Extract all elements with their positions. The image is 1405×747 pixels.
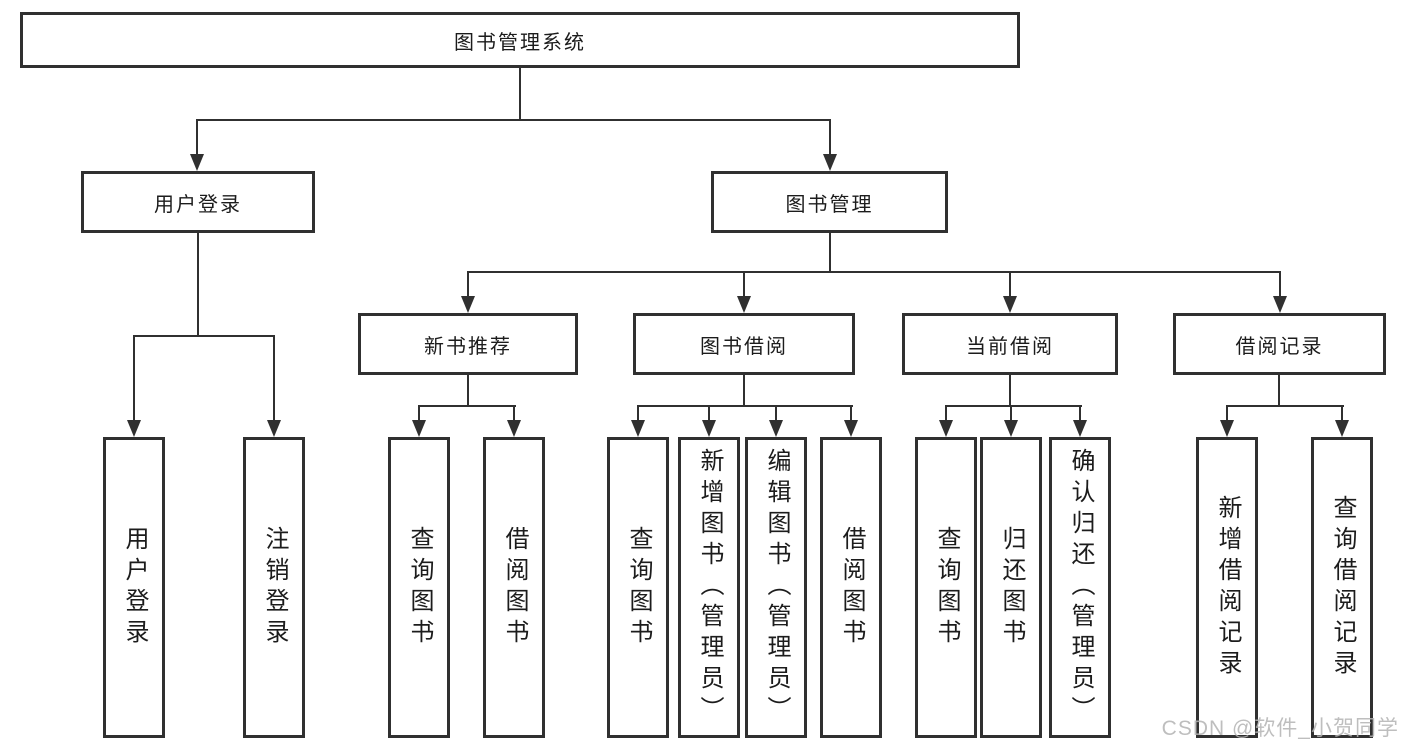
leaf-current-return-books: 归还图书 [980,437,1042,738]
arrow-rec-borrow [507,420,521,437]
leaf-user-login: 用户登录 [103,437,165,738]
connector-drop-borrowing [743,271,745,298]
csdn-watermark: CSDN @软件_小贺同学 [1161,717,1399,740]
connector-borrowing-hline [637,405,853,407]
arrow-recommend [461,296,475,313]
arrow-bb-edit [769,420,783,437]
arrow-book-management [823,154,837,171]
leaf-recommend-borrow-books: 借阅图书 [483,437,545,738]
leaf-user-login-label: 用户登录 [121,525,148,650]
leaf-borrowing-edit-books-admin-label: 编辑图书（管理员） [763,448,790,727]
node-current-borrowing-label: 当前借阅 [966,335,1054,358]
arrow-leaf-login [127,420,141,437]
node-root-label: 图书管理系统 [454,31,586,54]
connector-root-hline [196,119,831,121]
connector-drop-current [1009,271,1011,298]
connector-borrowing-stem [743,375,745,407]
arrow-cb-return [1004,420,1018,437]
arrow-leaf-logout [267,420,281,437]
node-user-login-label: 用户登录 [154,193,242,216]
arrow-cb-confirm [1073,420,1087,437]
connector-drop-leaf-logout [273,335,275,421]
connector-drop-leaf-login [133,335,135,421]
connector-drop-bb-borrow [850,405,852,422]
arrow-br-query [1335,420,1349,437]
connector-drop-bb-add [708,405,710,422]
node-current-borrowing: 当前借阅 [902,313,1118,375]
connector-book-management-stem [829,233,831,273]
connector-drop-br-add [1226,405,1228,422]
connector-recommend-stem [467,375,469,407]
node-book-management-label: 图书管理 [785,193,874,216]
arrow-bb-borrow [844,420,858,437]
arrow-bb-query [631,420,645,437]
leaf-current-confirm-return-admin: 确认归还（管理员） [1049,437,1111,738]
node-root: 图书管理系统 [20,12,1020,68]
node-user-login: 用户登录 [81,171,315,233]
arrow-bb-add [702,420,716,437]
node-book-management: 图书管理 [711,171,948,233]
leaf-records-query-record-label: 查询借阅记录 [1329,494,1356,681]
leaf-records-query-record: 查询借阅记录 [1311,437,1373,738]
connector-records-hline [1226,405,1344,407]
leaf-recommend-borrow-books-label: 借阅图书 [501,525,528,650]
node-book-borrowing-label: 图书借阅 [700,335,788,358]
arrow-user-login [190,154,204,171]
connector-drop-cb-return [1010,405,1012,422]
node-book-borrowing: 图书借阅 [633,313,855,375]
connector-current-hline [945,405,1082,407]
node-new-book-recommendation-label: 新书推荐 [424,335,512,358]
leaf-logout-label: 注销登录 [261,525,288,650]
connector-current-stem [1009,375,1011,407]
connector-records-stem [1278,375,1280,407]
leaf-current-return-books-label: 归还图书 [998,525,1025,650]
connector-user-login-stem [197,233,199,337]
leaf-borrowing-borrow-books-label: 借阅图书 [838,525,865,650]
arrow-current [1003,296,1017,313]
leaf-recommend-query-books: 查询图书 [388,437,450,738]
leaf-current-confirm-return-admin-label: 确认归还（管理员） [1067,448,1094,727]
connector-drop-rec-borrow [513,405,515,422]
connector-drop-rec-query [418,405,420,422]
leaf-records-add-record: 新增借阅记录 [1196,437,1258,738]
arrow-borrowing [737,296,751,313]
node-borrowing-records-label: 借阅记录 [1235,335,1324,358]
leaf-current-query-books: 查询图书 [915,437,977,738]
connector-drop-bb-query [637,405,639,422]
leaf-borrowing-add-books-admin: 新增图书（管理员） [678,437,740,738]
node-borrowing-records: 借阅记录 [1173,313,1386,375]
arrow-records [1273,296,1287,313]
leaf-logout: 注销登录 [243,437,305,738]
arrow-rec-query [412,420,426,437]
connector-drop-br-query [1341,405,1343,422]
leaf-recommend-query-books-label: 查询图书 [406,525,433,650]
leaf-borrowing-borrow-books: 借阅图书 [820,437,882,738]
connector-drop-records [1279,271,1281,298]
leaf-current-query-books-label: 查询图书 [933,525,960,650]
connector-book-management-hline [467,271,1281,273]
leaf-borrowing-add-books-admin-label: 新增图书（管理员） [696,448,723,727]
connector-drop-cb-query [945,405,947,422]
arrow-cb-query [939,420,953,437]
connector-root-stem [519,68,521,121]
connector-drop-bb-edit [775,405,777,422]
connector-drop-user-login [196,119,198,156]
leaf-borrowing-edit-books-admin: 编辑图书（管理员） [745,437,807,738]
connector-drop-book-management [829,119,831,156]
connector-user-login-hline [133,335,275,337]
connector-recommend-hline [418,405,516,407]
node-new-book-recommendation: 新书推荐 [358,313,578,375]
connector-drop-recommend [467,271,469,298]
arrow-br-add [1220,420,1234,437]
leaf-borrowing-query-books: 查询图书 [607,437,669,738]
connector-drop-cb-confirm [1079,405,1081,422]
leaf-records-add-record-label: 新增借阅记录 [1214,494,1241,681]
leaf-borrowing-query-books-label: 查询图书 [625,525,652,650]
